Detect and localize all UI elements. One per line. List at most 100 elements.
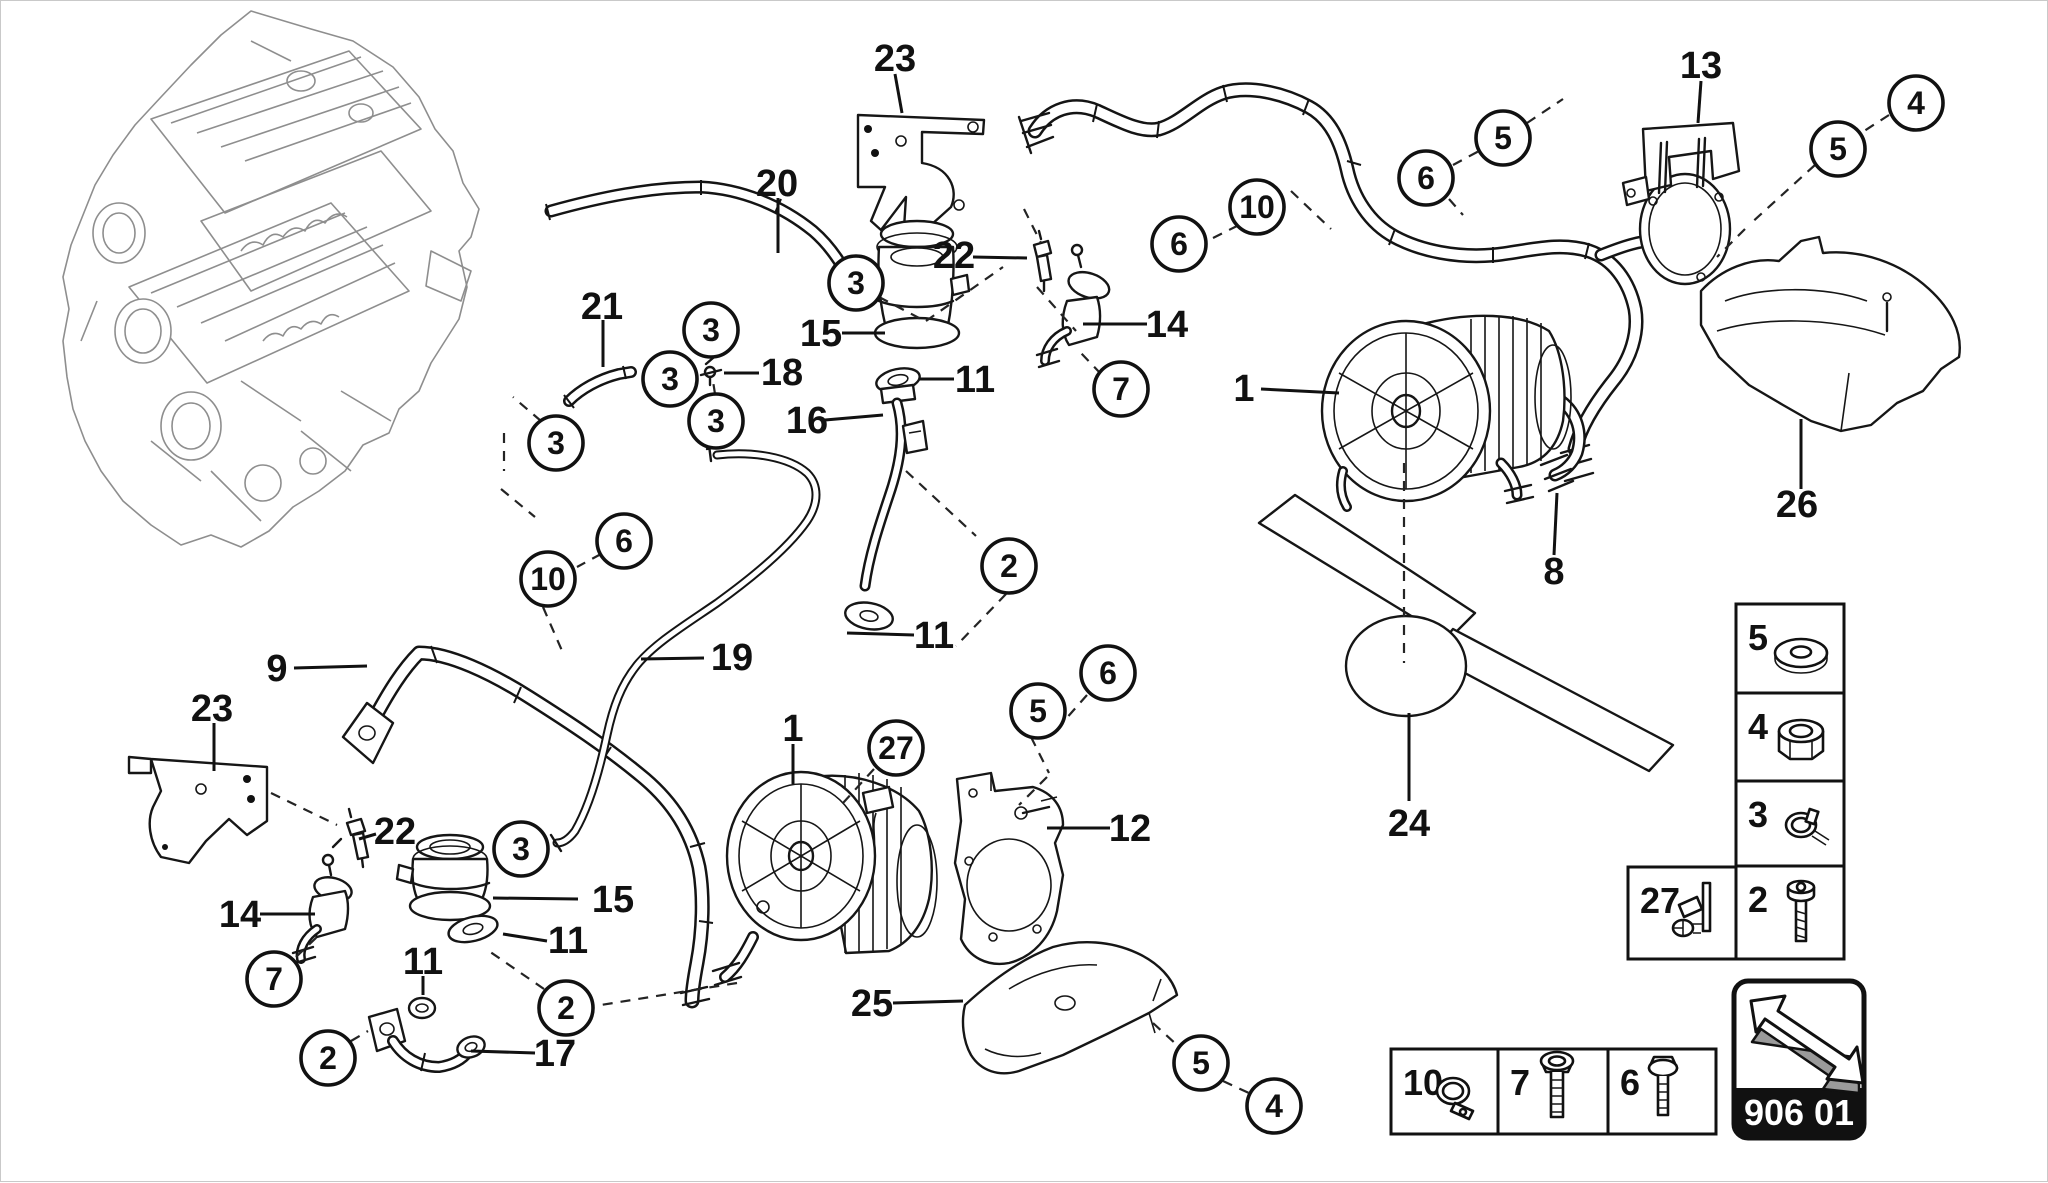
callout-label-21[interactable]: 21	[581, 286, 623, 367]
callout-label-11[interactable]: 11	[846, 615, 954, 657]
svg-text:11: 11	[403, 941, 443, 983]
callout-circle-7[interactable]: 7	[1092, 360, 1150, 418]
svg-text:10: 10	[530, 561, 566, 597]
svg-text:6: 6	[1170, 226, 1188, 262]
svg-text:2: 2	[319, 1040, 337, 1076]
callout-circle-3[interactable]: 3	[641, 350, 699, 408]
legend-cell-4[interactable]: 4	[1734, 691, 1846, 783]
legend-cell-6[interactable]: 6	[1606, 1047, 1718, 1136]
hoses	[365, 82, 1668, 1009]
legend-cell-2[interactable]: 2	[1734, 864, 1846, 961]
pipe-17	[367, 1007, 486, 1073]
svg-text:1: 1	[782, 708, 803, 750]
callout-label-18[interactable]: 18	[724, 352, 803, 394]
flange-9	[341, 701, 395, 765]
svg-text:2: 2	[1000, 548, 1018, 584]
svg-text:25: 25	[851, 983, 893, 1025]
callout-label-9[interactable]: 9	[266, 648, 368, 690]
svg-text:6: 6	[1417, 160, 1435, 196]
dashed-connectors	[270, 98, 1890, 1095]
legend-cell-10[interactable]: 10	[1389, 1047, 1500, 1136]
callout-label-15[interactable]: 15	[800, 313, 885, 355]
svg-text:19: 19	[711, 637, 753, 679]
callout-circle-3[interactable]: 3	[492, 820, 550, 878]
svg-text:5: 5	[1829, 131, 1847, 167]
callout-label-20[interactable]: 20	[756, 163, 798, 253]
callout-label-23[interactable]: 23	[874, 38, 916, 114]
pipe-16	[844, 383, 929, 631]
callout-label-1[interactable]: 1	[782, 708, 804, 784]
callout-circle-10[interactable]: 10	[1228, 178, 1286, 236]
callout-circle-10[interactable]: 10	[519, 550, 577, 608]
legend-cell-7[interactable]: 7	[1496, 1047, 1610, 1136]
callout-circle-4[interactable]: 4	[1887, 74, 1945, 132]
callout-circle-3[interactable]: 3	[687, 392, 745, 450]
callout-label-11[interactable]: 11	[403, 941, 443, 995]
svg-text:22: 22	[374, 811, 416, 853]
svg-text:6: 6	[1099, 655, 1117, 691]
svg-text:2: 2	[557, 990, 575, 1026]
svg-text:4: 4	[1748, 706, 1768, 747]
callout-label-12[interactable]: 12	[1047, 808, 1151, 850]
callout-circle-2[interactable]: 2	[299, 1029, 357, 1087]
callout-label-14[interactable]: 14	[219, 894, 315, 936]
locknut-icon	[1777, 718, 1825, 761]
callout-label-15[interactable]: 15	[492, 879, 634, 921]
callout-circle-6[interactable]: 6	[1150, 215, 1208, 273]
callout-circle-5[interactable]: 5	[1172, 1034, 1230, 1092]
svg-text:3: 3	[547, 425, 565, 461]
svg-text:15: 15	[800, 313, 842, 355]
callout-label-22[interactable]: 22	[358, 811, 416, 853]
callout-circle-27[interactable]: 27	[867, 719, 925, 777]
valve-14-top	[1035, 243, 1111, 369]
callout-circle-7[interactable]: 7	[245, 950, 303, 1008]
callout-label-11[interactable]: 11	[919, 359, 995, 401]
svg-text:24: 24	[1388, 803, 1430, 845]
callout-circle-6[interactable]: 6	[1397, 149, 1455, 207]
callout-label-23[interactable]: 23	[191, 688, 233, 771]
callout-circle-6[interactable]: 6	[595, 512, 653, 570]
svg-text:15: 15	[592, 879, 634, 921]
callout-label-24[interactable]: 24	[1388, 713, 1430, 845]
legend-cell-5[interactable]: 5	[1734, 602, 1846, 695]
callout-label-1[interactable]: 1	[1233, 368, 1340, 410]
svg-text:10: 10	[1239, 189, 1275, 225]
callout-label-11[interactable]: 11	[502, 920, 588, 962]
callout-circle-2[interactable]: 2	[537, 979, 595, 1037]
svg-text:5: 5	[1192, 1045, 1210, 1081]
callout-circle-2[interactable]: 2	[980, 537, 1038, 595]
callout-circle-4[interactable]: 4	[1245, 1077, 1303, 1135]
callout-label-26[interactable]: 26	[1776, 419, 1818, 526]
callout-label-16[interactable]: 16	[786, 400, 884, 442]
air-pump-1-top	[1320, 314, 1572, 512]
svg-text:6: 6	[615, 523, 633, 559]
svg-text:5: 5	[1029, 693, 1047, 729]
bracket-23-bottom	[127, 755, 269, 865]
page-badge[interactable]: 906 01	[1731, 978, 1867, 1141]
callout-circle-3[interactable]: 3	[682, 301, 740, 359]
callout-label-19[interactable]: 19	[640, 637, 753, 679]
callout-circle-5[interactable]: 5	[1009, 682, 1067, 740]
callout-label-8[interactable]: 8	[1543, 492, 1565, 593]
svg-text:5: 5	[1494, 120, 1512, 156]
svg-text:8: 8	[1543, 551, 1564, 593]
heat-shield-26	[1699, 235, 1961, 433]
svg-text:14: 14	[219, 894, 261, 936]
legend-cell-27[interactable]: 27	[1626, 865, 1738, 961]
valve-22-bottom	[331, 807, 370, 869]
callout-circle-6[interactable]: 6	[1079, 644, 1137, 702]
svg-text:20: 20	[756, 163, 798, 205]
callout-label-17[interactable]: 17	[470, 1033, 576, 1075]
callout-circle-5[interactable]: 5	[1809, 120, 1867, 178]
callout-label-25[interactable]: 25	[851, 983, 964, 1025]
callout-label-22[interactable]: 22	[933, 235, 1028, 277]
svg-text:3: 3	[707, 403, 725, 439]
callout-label-14[interactable]: 14	[1083, 304, 1188, 346]
callout-circle-5[interactable]: 5	[1474, 109, 1532, 167]
callout-label-13[interactable]: 13	[1680, 45, 1722, 124]
callout-circle-3[interactable]: 3	[527, 414, 585, 472]
svg-text:3: 3	[847, 265, 865, 301]
legend-cell-3[interactable]: 3	[1734, 779, 1846, 868]
callout-circle-3[interactable]: 3	[827, 254, 885, 312]
svg-text:7: 7	[1510, 1062, 1530, 1103]
